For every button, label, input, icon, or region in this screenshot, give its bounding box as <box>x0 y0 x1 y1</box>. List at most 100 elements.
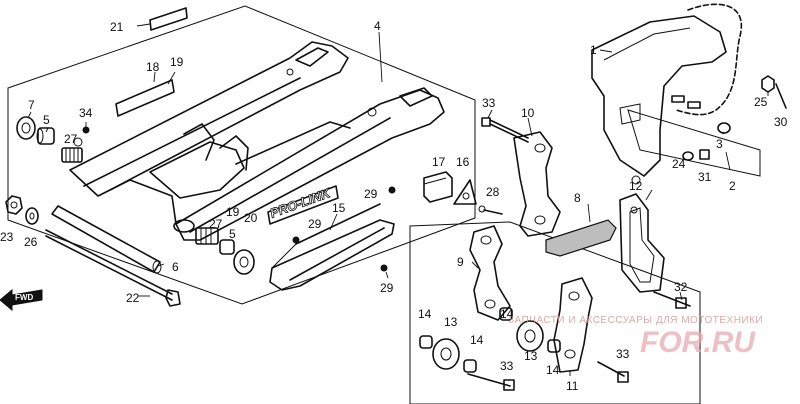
bolt-33-upper <box>481 117 529 143</box>
guard-mount-tabs <box>671 95 701 109</box>
callout-18: 18 <box>146 60 160 74</box>
clip-3 <box>717 122 731 134</box>
callout-27-lower: 27 <box>209 217 223 231</box>
decal-strip-21 <box>149 7 188 31</box>
callout-1: 1 <box>590 43 597 57</box>
callout-29-mid: 29 <box>308 217 322 231</box>
collar-5 <box>36 127 55 145</box>
linkage-group-box <box>409 221 701 404</box>
washer-26 <box>25 207 39 225</box>
guide-block-16 <box>453 179 477 205</box>
pro-link-decal: PRO-LINK <box>267 184 339 225</box>
watermark-site: FOR.RU <box>640 326 756 359</box>
callout-13-right: 13 <box>524 349 538 363</box>
grease-fitting-34 <box>82 122 90 134</box>
callout-8: 8 <box>574 191 581 205</box>
bolt-28 <box>478 205 503 215</box>
callout-14-d: 14 <box>546 363 560 377</box>
screw-29-slider <box>292 186 396 272</box>
callout-22: 22 <box>126 291 140 305</box>
dust-seal-14-c <box>463 359 477 373</box>
dust-seal-14-b <box>499 307 513 321</box>
callout-7: 7 <box>28 98 35 112</box>
callout-33-lower-right: 33 <box>616 347 630 361</box>
callout-5-lower: 5 <box>229 227 236 241</box>
needle-bearing-upper <box>61 147 83 163</box>
callout-9: 9 <box>457 255 464 269</box>
callout-30: 30 <box>774 115 788 129</box>
watermark: ЗАПЧАСТИ И АКСЕССУАРЫ ДЛЯ МОТОТЕХНИКИ FO… <box>508 315 763 359</box>
bolt-27-upper <box>73 137 83 147</box>
callout-23: 23 <box>0 230 14 244</box>
bolt-33-lower-right <box>597 361 629 383</box>
callout-13-left: 13 <box>444 315 458 329</box>
dust-seal-7-lower <box>233 249 255 275</box>
callout-21: 21 <box>110 20 124 34</box>
callout-11: 11 <box>566 379 579 393</box>
callout-33-lower-left: 33 <box>500 359 514 373</box>
dust-seal-14-a <box>419 335 433 349</box>
link-plate-9 <box>469 225 511 321</box>
callout-15: 15 <box>332 201 346 215</box>
link-plate-10 <box>513 131 561 237</box>
link-plate-11 <box>553 277 593 373</box>
callout-28: 28 <box>486 185 500 199</box>
fwd-label: FWD <box>15 293 33 302</box>
callout-2: 2 <box>729 179 736 193</box>
callout-26: 26 <box>24 235 38 249</box>
pivot-collar-6 <box>51 205 162 274</box>
callout-19: 19 <box>170 55 184 69</box>
callout-25: 25 <box>754 95 768 109</box>
stopper-rubber-17 <box>423 171 453 203</box>
callout-32: 32 <box>674 280 688 294</box>
bolt-31 <box>699 149 710 160</box>
callout-29-lower: 29 <box>380 281 394 295</box>
chain-guard-1 <box>591 15 727 185</box>
callout-29-upper: 29 <box>364 187 378 201</box>
drive-chain <box>675 3 743 116</box>
callout-24: 24 <box>672 157 686 171</box>
callout-3: 3 <box>716 137 723 151</box>
callout-4: 4 <box>374 19 381 33</box>
cover-8 <box>545 219 617 257</box>
bracket-12 <box>619 193 665 293</box>
nut-23 <box>5 195 23 215</box>
callout-14-a: 14 <box>418 307 432 321</box>
collar-13-right <box>516 320 544 352</box>
pivot-bolt-22 <box>45 229 181 307</box>
bolt-25 <box>761 75 775 93</box>
forward-arrow: FWD <box>0 288 43 312</box>
swingarm-group-box <box>7 5 476 305</box>
callout-34: 34 <box>79 106 93 120</box>
callout-10: 10 <box>521 106 535 120</box>
dust-seal-14-d <box>547 339 561 353</box>
callout-5: 5 <box>43 113 50 127</box>
collar-13-left <box>432 338 460 370</box>
collar-5-lower <box>219 239 235 255</box>
callout-numbers: 21 18 19 4 1 7 5 34 27 33 10 25 30 3 24 … <box>0 19 788 393</box>
bolt-32 <box>653 291 691 309</box>
collar-24 <box>682 151 694 161</box>
watermark-tagline: ЗАПЧАСТИ И АКСЕССУАРЫ ДЛЯ МОТОТЕХНИКИ <box>508 315 763 326</box>
decal-strip-18-19 <box>115 79 175 117</box>
needle-bearing-lower <box>195 227 219 245</box>
callout-6: 6 <box>172 260 179 274</box>
callout-19-lower: 19 <box>226 205 240 219</box>
swingarm <box>69 41 445 241</box>
leader-lines <box>27 23 769 376</box>
callout-12: 12 <box>629 179 643 193</box>
callout-33-top: 33 <box>482 96 496 110</box>
chain-slider-15 <box>269 203 395 291</box>
washer-30 <box>775 83 787 109</box>
callout-27: 27 <box>64 132 78 146</box>
callout-31: 31 <box>698 170 712 184</box>
callout-17: 17 <box>432 155 446 169</box>
bolt-33-lower-left <box>467 373 515 391</box>
callout-16: 16 <box>456 155 470 169</box>
callout-20: 20 <box>244 211 258 225</box>
callout-14-c: 14 <box>470 333 484 347</box>
chain-guard-group-box <box>627 109 761 177</box>
callout-14-b: 14 <box>500 307 514 321</box>
dust-seal-7 <box>16 116 36 140</box>
